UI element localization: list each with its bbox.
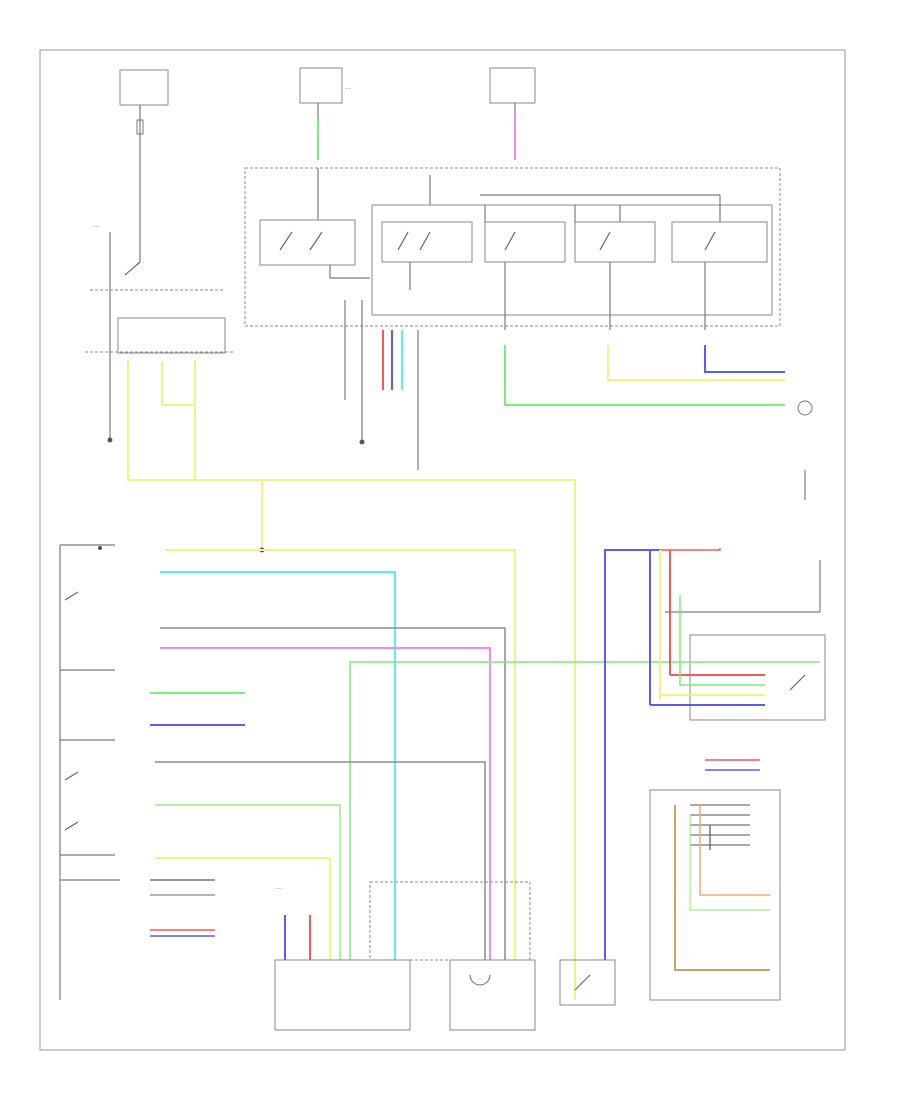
ac-control-panel	[59, 544, 120, 1000]
fuse-relay-block	[244, 167, 781, 327]
blower-motor: ······	[274, 886, 411, 1031]
power-source-3	[489, 67, 536, 118]
wire-green-out	[504, 345, 785, 406]
center-connector-cluster	[344, 300, 419, 470]
wire-yellow-2	[161, 362, 195, 406]
svg-text:······: ······	[92, 224, 100, 229]
wire-yellow-1	[127, 360, 576, 1000]
relay-2	[381, 221, 473, 263]
relay-3	[484, 221, 566, 263]
right-sensor-connector	[665, 470, 826, 721]
intake-door-motor	[559, 959, 616, 1006]
wire-blue-long	[604, 549, 660, 960]
wire-red-bus	[660, 548, 721, 551]
wire-green-long	[349, 661, 820, 960]
wire-greenyellow	[155, 804, 341, 960]
wire-yellow-5	[165, 549, 516, 960]
diagram-frame	[39, 49, 846, 1051]
wire-yellow-out	[607, 345, 785, 381]
wire-cyan	[160, 571, 396, 960]
wire-darkgray	[160, 627, 506, 960]
wire-yellow-lower	[155, 857, 331, 960]
wire-blue-out	[704, 345, 785, 373]
mode-door-motor	[369, 881, 536, 1031]
thermistor-block	[649, 759, 781, 1001]
relay-1	[259, 219, 356, 266]
power-source-2: ·····	[299, 67, 351, 118]
left-switch-block: ······	[85, 224, 235, 443]
wire-yellow-4	[165, 480, 263, 551]
power-source-1	[119, 69, 169, 255]
svg-text:······: ······	[275, 886, 283, 891]
relay-5	[671, 221, 768, 263]
svg-text:·····: ·····	[345, 86, 351, 91]
wire-gray-mode	[155, 761, 486, 960]
wire-pink	[160, 647, 491, 960]
relay-4	[574, 221, 656, 263]
connector-circle-right	[797, 400, 813, 416]
